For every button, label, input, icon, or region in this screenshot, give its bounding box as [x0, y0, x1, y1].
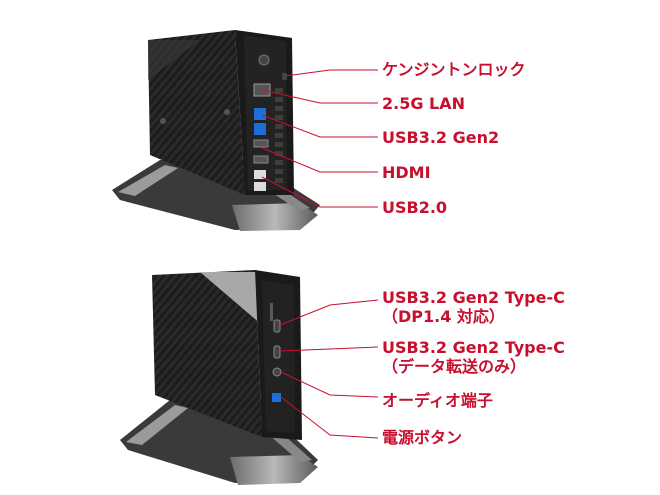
leader-line-usb20: [261, 176, 378, 208]
label-usbc-dp14-line2: （DP1.4 対応）: [382, 307, 505, 326]
usbc-port-1-icon: [273, 319, 281, 333]
label-usbc-data-line2: （データ転送のみ）: [382, 357, 527, 376]
leader-line-hdmi: [261, 147, 378, 173]
label-lan: 2.5G LAN: [382, 94, 466, 113]
leader-lines: [279, 299, 379, 439]
side-slit: [270, 303, 273, 321]
label-usbc-dp14-line1: USB3.2 Gen2 Type-C: [382, 288, 565, 307]
leader-line-lan: [261, 89, 378, 104]
kensington-lock-slot-icon: [282, 73, 287, 80]
silver-accent: [200, 272, 262, 325]
leader-line-usbc-data: [279, 346, 379, 352]
rear-view-panel: ケンジントンロック 2.5G LAN USB3.2 Gen2 HDMI USB2…: [0, 0, 660, 245]
label-usbc-data: USB3.2 Gen2 Type-C （データ転送のみ）: [382, 338, 565, 376]
rear-device-illustration: [112, 30, 378, 231]
label-kensington-lock: ケンジントンロック: [382, 60, 526, 79]
label-audio-jack: オーディオ端子: [382, 391, 493, 410]
hdmi-port-1-icon: [253, 139, 269, 148]
leader-line-kensington: [284, 69, 378, 77]
usbc-port-2-icon: [273, 345, 281, 359]
leader-lines: [261, 69, 378, 208]
label-usb20: USB2.0: [382, 198, 448, 217]
front-device-illustration: [120, 270, 379, 485]
usb2-port-2-icon: [254, 182, 266, 191]
label-usbc-data-line1: USB3.2 Gen2 Type-C: [382, 338, 565, 357]
label-usbc-dp14: USB3.2 Gen2 Type-C （DP1.4 対応）: [382, 288, 565, 326]
label-power-button: 電源ボタン: [382, 428, 463, 447]
usb2-port-1-icon: [254, 170, 266, 179]
power-button-icon: [272, 393, 281, 402]
leader-line-power: [280, 396, 379, 439]
usb-port-blue-1-icon: [254, 108, 266, 120]
label-usb32-gen2: USB3.2 Gen2: [382, 128, 500, 147]
usb-port-blue-2-icon: [254, 123, 266, 135]
leader-line-usbc-dp: [279, 299, 379, 326]
port-group: [270, 303, 282, 402]
hdmi-port-2-icon: [253, 155, 269, 164]
label-hdmi: HDMI: [382, 163, 431, 182]
leader-line-audio: [280, 371, 379, 398]
audio-jack-icon: [272, 367, 282, 377]
leader-line-usb32: [261, 114, 378, 138]
power-jack-icon: [258, 54, 270, 66]
front-view-panel: USB3.2 Gen2 Type-C （DP1.4 対応） USB3.2 Gen…: [0, 245, 660, 495]
vent-grille: [275, 88, 283, 183]
